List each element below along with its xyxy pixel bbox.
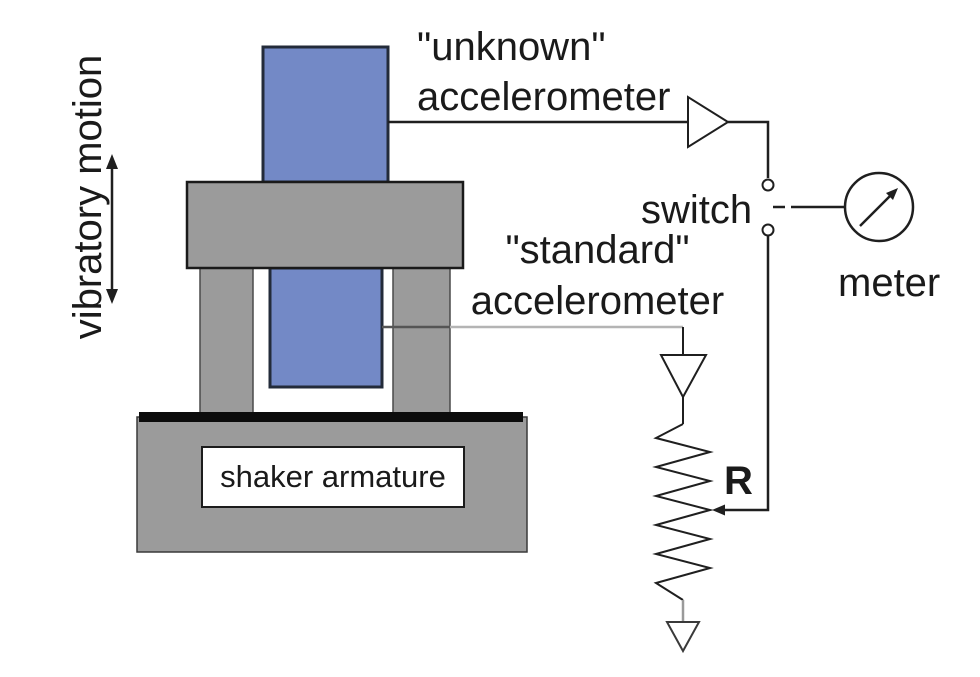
unknown-accelerometer-box [261, 45, 390, 184]
amplifier-icon [687, 95, 730, 149]
vibration-arrow-icon [106, 154, 118, 304]
standard-accelerometer-label: "standard" accelerometer [455, 225, 740, 327]
switch-to-wiper-wire [724, 236, 770, 512]
standard-accelerometer-label-line1: "standard" [505, 228, 690, 272]
shaker-armature-label-box [201, 446, 465, 508]
shaker-leg-left [199, 267, 254, 416]
standard-accelerometer-label-line2: accelerometer [470, 279, 725, 323]
unknown-accelerometer-label-line2: accelerometer [417, 75, 671, 119]
shaker-armature-label: shaker armature [220, 459, 446, 494]
shaker-leg-right [392, 267, 451, 416]
amplifier-icon [659, 354, 708, 400]
switch-contacts-icon [761, 178, 785, 237]
wiper-arrow-icon [712, 504, 725, 516]
ground-arrow-icon [665, 621, 701, 654]
switch-contact-top [761, 178, 775, 192]
unknown-accelerometer-label: "unknown" accelerometer [417, 22, 670, 122]
shaker-top-plate [185, 180, 465, 270]
resistor-icon [652, 423, 714, 601]
unknown-accelerometer-label-line1: "unknown" [417, 25, 606, 69]
switch-contact-bottom [761, 223, 775, 237]
meter-label: meter [838, 261, 941, 305]
shaker-base-plate-bar [139, 412, 523, 422]
standard-accelerometer-box [268, 266, 384, 389]
vibratory-motion-label: vibratory motion [66, 54, 110, 340]
amplifier-to-switch-wire [728, 120, 770, 178]
meter-dial-icon [843, 171, 915, 243]
switch-label: switch [641, 188, 753, 232]
resistor-label: R [724, 459, 753, 503]
